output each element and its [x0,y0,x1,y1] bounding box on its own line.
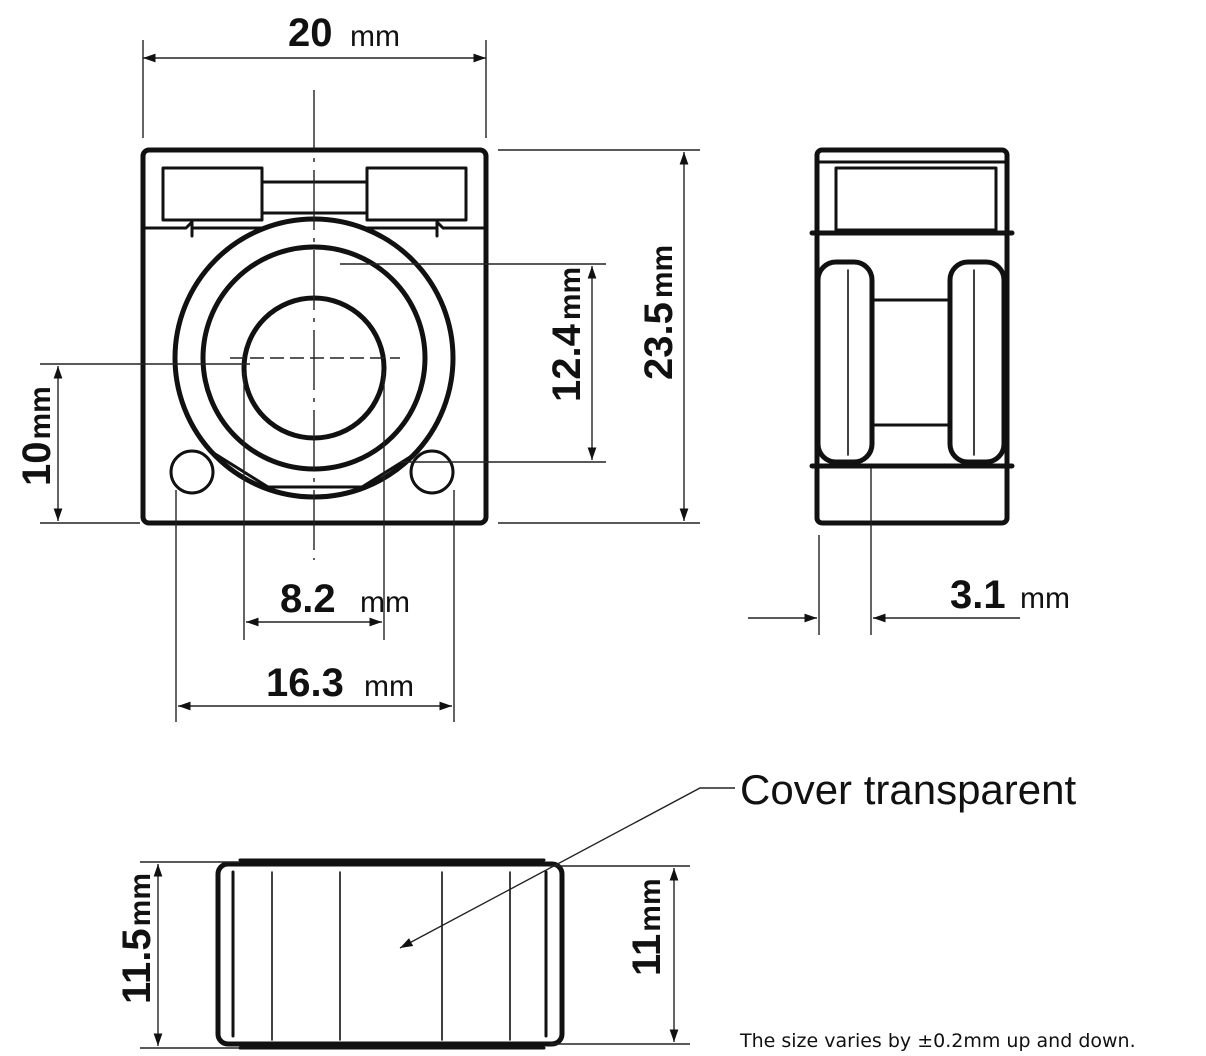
side-right-disc [947,259,1007,465]
svg-text:16.3: 16.3 [266,661,344,705]
dim-height-total: 23.5mm [498,149,700,524]
side-spool-core [870,298,952,427]
left-hinge-tab [161,166,264,222]
bottom-view [215,858,565,1050]
svg-text:mm: mm [350,20,400,53]
svg-text:11.5mm: 11.5mm [115,873,159,1004]
left-lug [169,449,215,495]
dim-lug-span-value: 16.3 [266,661,344,705]
front-view [140,90,489,560]
svg-text:23.5mm: 23.5mm [637,245,681,380]
svg-text:mm: mm [364,670,414,703]
dim-lower-height: 10mm [15,363,250,524]
side-top-block [834,166,998,232]
right-hinge-tab [365,166,468,222]
svg-text:3.1: 3.1 [950,573,1006,617]
tolerance-note: The size varies by ±0.2mm up and down. [739,1030,1136,1052]
ring-bottom-flat [210,450,420,489]
cover-callout: Cover transparent [399,766,1076,949]
svg-text:11mm: 11mm [625,878,669,976]
bottom-ribs [271,871,511,1041]
dim-lower-height-value: 10 [15,442,59,487]
dim-width-value: 20 [288,11,333,55]
dim-ring-height: 12.4mm [340,263,606,463]
side-left-disc [815,259,875,465]
dim-height-total-value: 23.5 [637,302,681,380]
right-lug [409,449,455,495]
callout-label: Cover transparent [740,766,1076,813]
dim-inner-diameter-value: 8.2 [280,577,336,621]
dim-bottom-height-right-value: 11 [625,934,669,976]
dim-inner-diameter: 8.2 mm [243,372,410,640]
svg-text:12.4mm: 12.4mm [545,267,589,402]
svg-text:10mm: 10mm [15,386,59,486]
dim-bottom-height-left: 11.5mm [115,861,240,1049]
svg-text:mm: mm [360,586,410,619]
svg-text:20: 20 [288,11,333,55]
bottom-body-outline [215,861,565,1047]
dim-width-top: 20 mm [142,11,487,138]
side-view [809,147,1015,526]
dim-side-thickness-value: 3.1 [950,573,1006,617]
callout-leader [399,787,735,949]
svg-text:mm: mm [1020,582,1070,615]
dim-lug-span: 16.3 mm [175,490,455,722]
dim-side-thickness: 3.1 mm [748,468,1070,635]
dim-ring-height-value: 12.4 [545,323,589,402]
dim-bottom-height-right: 11mm [550,865,690,1045]
svg-text:8.2: 8.2 [280,577,336,621]
dim-bottom-height-left-value: 11.5 [115,928,159,1004]
